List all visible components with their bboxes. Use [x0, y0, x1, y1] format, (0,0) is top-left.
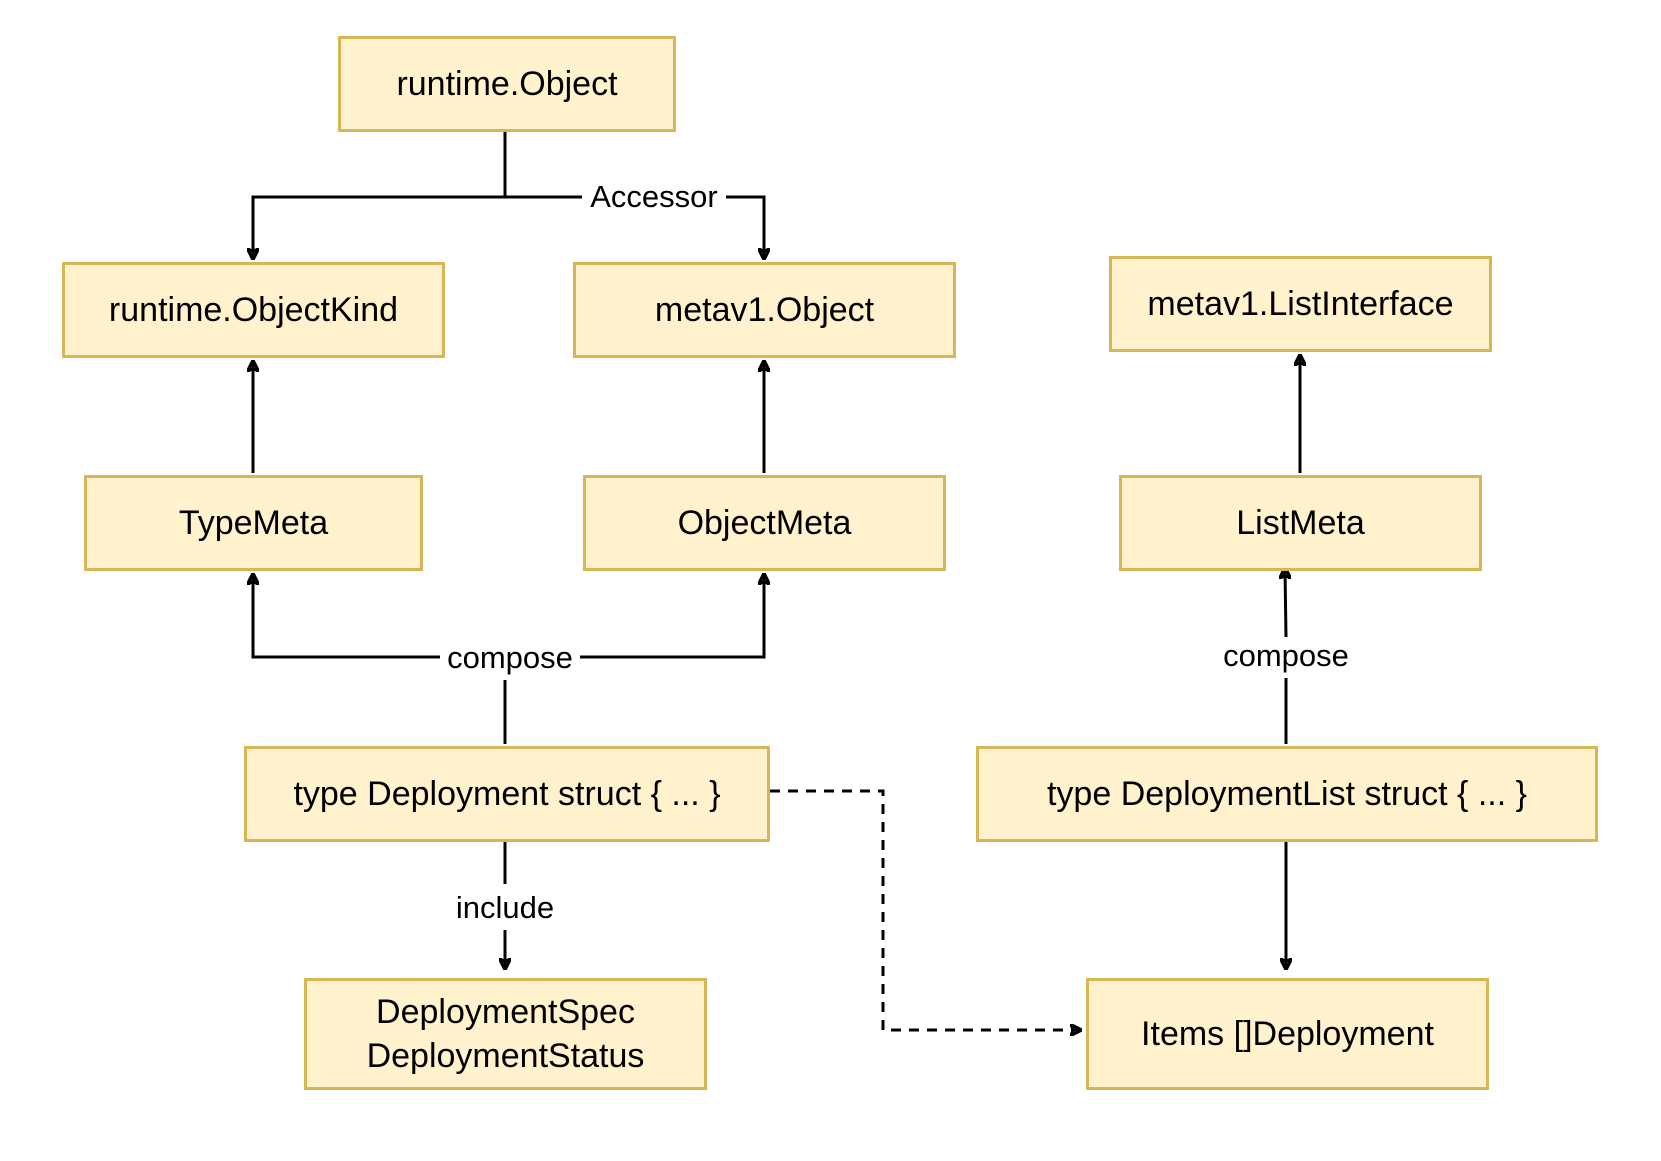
- node-deploymentlist-struct-label: type DeploymentList struct { ... }: [1046, 775, 1527, 813]
- edge-label-include: include: [456, 890, 554, 925]
- node-objectmeta: ObjectMeta: [583, 475, 946, 571]
- node-deploymentlist-struct: type DeploymentList struct { ... }: [976, 746, 1598, 842]
- node-runtime-object: runtime.Object: [338, 36, 676, 132]
- edge-label-compose-left: compose: [447, 640, 573, 675]
- node-runtime-objectkind-label: runtime.ObjectKind: [108, 291, 399, 329]
- node-listmeta-label: ListMeta: [1236, 504, 1365, 542]
- node-deployment-struct-label: type Deployment struct { ... }: [293, 775, 721, 813]
- node-listmeta: ListMeta: [1119, 475, 1482, 571]
- edge-deployment-compose-objectmeta: [580, 575, 764, 659]
- edge-deployment-compose-typemeta: [253, 575, 440, 659]
- node-deployment-struct: type Deployment struct { ... }: [244, 746, 770, 842]
- node-typemeta-label: TypeMeta: [178, 504, 329, 542]
- node-metav1-object-label: metav1.Object: [654, 291, 875, 329]
- edge-deployment-dashed-to-items: [770, 789, 1080, 1030]
- node-metav1-listinterface: metav1.ListInterface: [1109, 256, 1492, 352]
- node-metav1-listinterface-label: metav1.ListInterface: [1147, 285, 1454, 323]
- node-objectmeta-label: ObjectMeta: [677, 504, 852, 542]
- edge-deploymentlist-compose-listmeta: [1285, 569, 1286, 744]
- node-runtime-object-label: runtime.Object: [396, 65, 618, 103]
- node-typemeta: TypeMeta: [84, 475, 423, 571]
- node-status-label: DeploymentStatus: [366, 1037, 645, 1075]
- edge-label-compose-right: compose: [1223, 638, 1349, 673]
- edge-runtime-object-to-metav1-object: [505, 195, 764, 258]
- node-metav1-object: metav1.Object: [573, 262, 956, 358]
- node-items-deployment: Items []Deployment: [1086, 978, 1489, 1090]
- node-items-deployment-label: Items []Deployment: [1141, 1015, 1434, 1053]
- edge-runtime-object-to-objectkind: [253, 132, 507, 258]
- node-runtime-objectkind: runtime.ObjectKind: [62, 262, 445, 358]
- edge-label-accessor: Accessor: [590, 179, 717, 214]
- node-spec-label: DeploymentSpec: [376, 993, 635, 1031]
- node-spec-status: DeploymentSpec DeploymentStatus: [304, 978, 707, 1090]
